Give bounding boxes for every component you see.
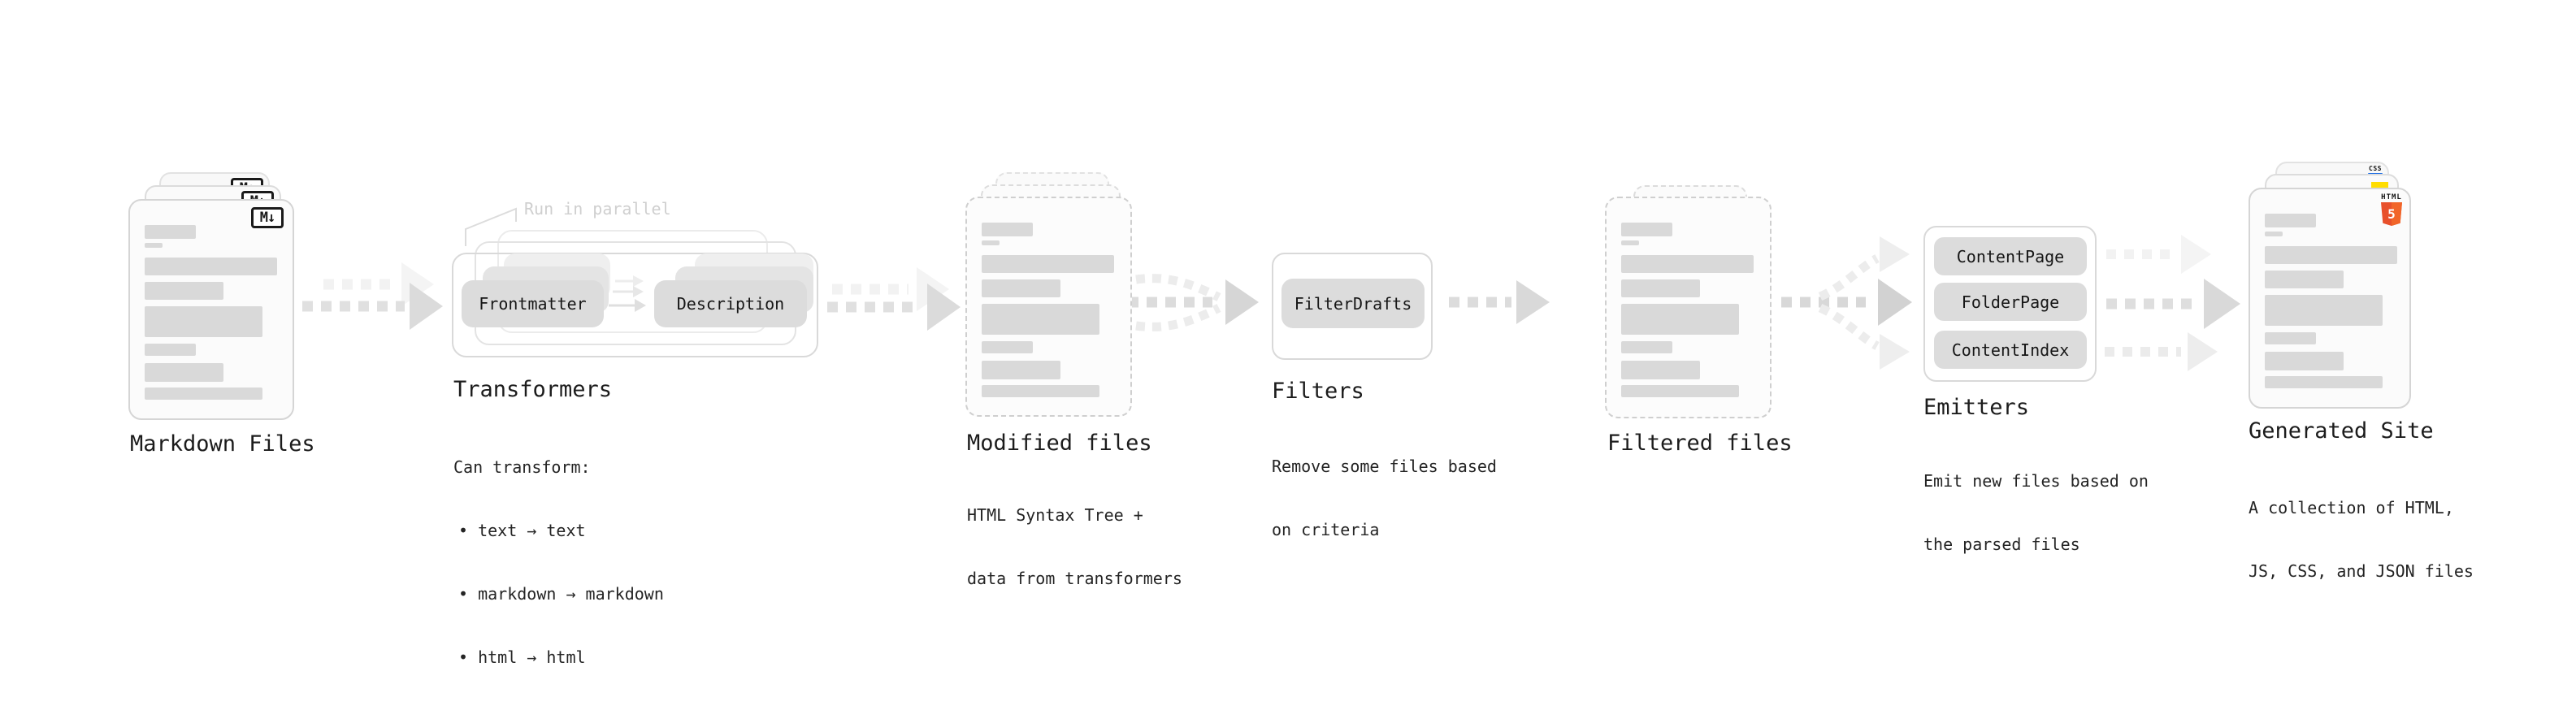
skeleton-bar [1621,255,1754,273]
document-content-placeholder [1607,198,1770,417]
arrow-transformers-to-modified-ghost [832,267,949,311]
caption-line: JS, CSS, and JSON files [2249,561,2474,581]
transformers-caption: Can transform: • text → text • markdown … [453,414,664,710]
generated-site-label: Generated Site [2249,418,2434,444]
skeleton-bar [145,363,223,382]
skeleton-bar [1621,361,1700,379]
skeleton-bar [145,258,277,275]
filter-drafts-pill: FilterDrafts [1281,279,1425,328]
skeleton-bar [145,282,223,300]
transformer-description-pill: Description [654,280,807,327]
skeleton-bar [2265,246,2397,264]
markdown-document: M↓ [128,199,294,420]
skeleton-bar [2265,352,2344,370]
filtered-document [1605,197,1772,418]
skeleton-bar [982,304,1099,335]
document-content-placeholder [130,201,293,418]
skeleton-bar [982,240,1000,245]
transformer-frontmatter-pill: Frontmatter [462,280,604,327]
skeleton-bar [145,243,163,248]
skeleton-bar [982,255,1114,273]
skeleton-bar [2265,332,2316,344]
arrow-filters-to-filtered [1449,280,1550,324]
skeleton-bar [982,385,1099,397]
run-in-parallel-annotation: Run in parallel [524,199,671,219]
arrow-markdown-to-transformers [302,283,443,330]
caption-line: Can transform: [453,457,591,477]
emitters-label: Emitters [1923,395,2030,420]
skeleton-bar [982,279,1060,297]
caption-line: the parsed files [1923,535,2080,554]
skeleton-bar [1621,240,1639,245]
caption-line: A collection of HTML, [2249,498,2454,517]
emitter-contentpage-pill: ContentPage [1934,237,2087,275]
css-badge-label: CSS [2369,165,2382,172]
skeleton-bar [145,387,262,400]
skeleton-bar [2265,214,2316,227]
modified-document [965,197,1132,417]
skeleton-bar [982,223,1033,236]
generated-site-caption: A collection of HTML, JS, CSS, and JSON … [2249,455,2474,624]
caption-line: • markdown → markdown [458,584,664,604]
html5-badge-label: HTML [2381,193,2402,201]
emitter-contentindex-pill: ContentIndex [1934,331,2087,369]
skeleton-bar [2265,376,2383,388]
transformers-label: Transformers [453,377,613,402]
filters-caption: Remove some files based on criteria [1272,413,1497,582]
generated-document-html: HTML 5 [2249,188,2411,409]
caption-line: • html → html [458,647,586,667]
arrow-modified-to-filters [1128,274,1259,331]
arrow-filtered-to-emitters [1781,236,1912,370]
skeleton-bar [145,306,262,337]
modified-files-caption: HTML Syntax Tree + data from transformer… [967,462,1182,631]
skeleton-bar [1621,279,1700,297]
skeleton-bar [145,344,196,356]
caption-line: HTML Syntax Tree + [967,505,1143,525]
transformer-frame [452,253,818,357]
arrow-transformers-to-modified [827,284,961,331]
skeleton-bar [2265,232,2283,236]
emitters-caption: Emit new files based on the parsed files [1923,428,2149,597]
html5-shield-icon: 5 [2381,202,2402,226]
pipeline-diagram: M↓ M↓ M↓ Markdown Files Run in parallel … [128,162,2474,667]
caption-line: • text → text [458,521,586,540]
document-content-placeholder [2250,189,2409,407]
arrow-markdown-to-transformers-ghost [323,262,434,306]
document-content-placeholder [967,198,1130,415]
caption-line: data from transformers [967,569,1182,588]
markdown-icon: M↓ [251,207,284,228]
markdown-files-label: Markdown Files [130,431,315,457]
caption-line: Remove some files based [1272,457,1497,476]
skeleton-bar [1621,223,1672,236]
modified-files-label: Modified files [967,431,1152,456]
caption-line: on criteria [1272,520,1380,539]
emitter-folderpage-pill: FolderPage [1934,283,2087,321]
svg-text:5: 5 [2387,206,2396,222]
filters-label: Filters [1272,379,1364,404]
skeleton-bar [2265,295,2383,326]
skeleton-bar [1621,385,1739,397]
skeleton-bar [1621,304,1739,335]
filtered-files-label: Filtered files [1607,431,1793,456]
skeleton-bar [982,361,1060,379]
skeleton-bar [2265,271,2344,288]
skeleton-bar [1621,341,1672,353]
skeleton-bar [982,341,1033,353]
caption-line: Emit new files based on [1923,471,2149,491]
html5-badge-icon: HTML 5 [2381,194,2402,226]
skeleton-bar [145,225,196,239]
arrow-emitters-to-generated [2105,235,2240,371]
